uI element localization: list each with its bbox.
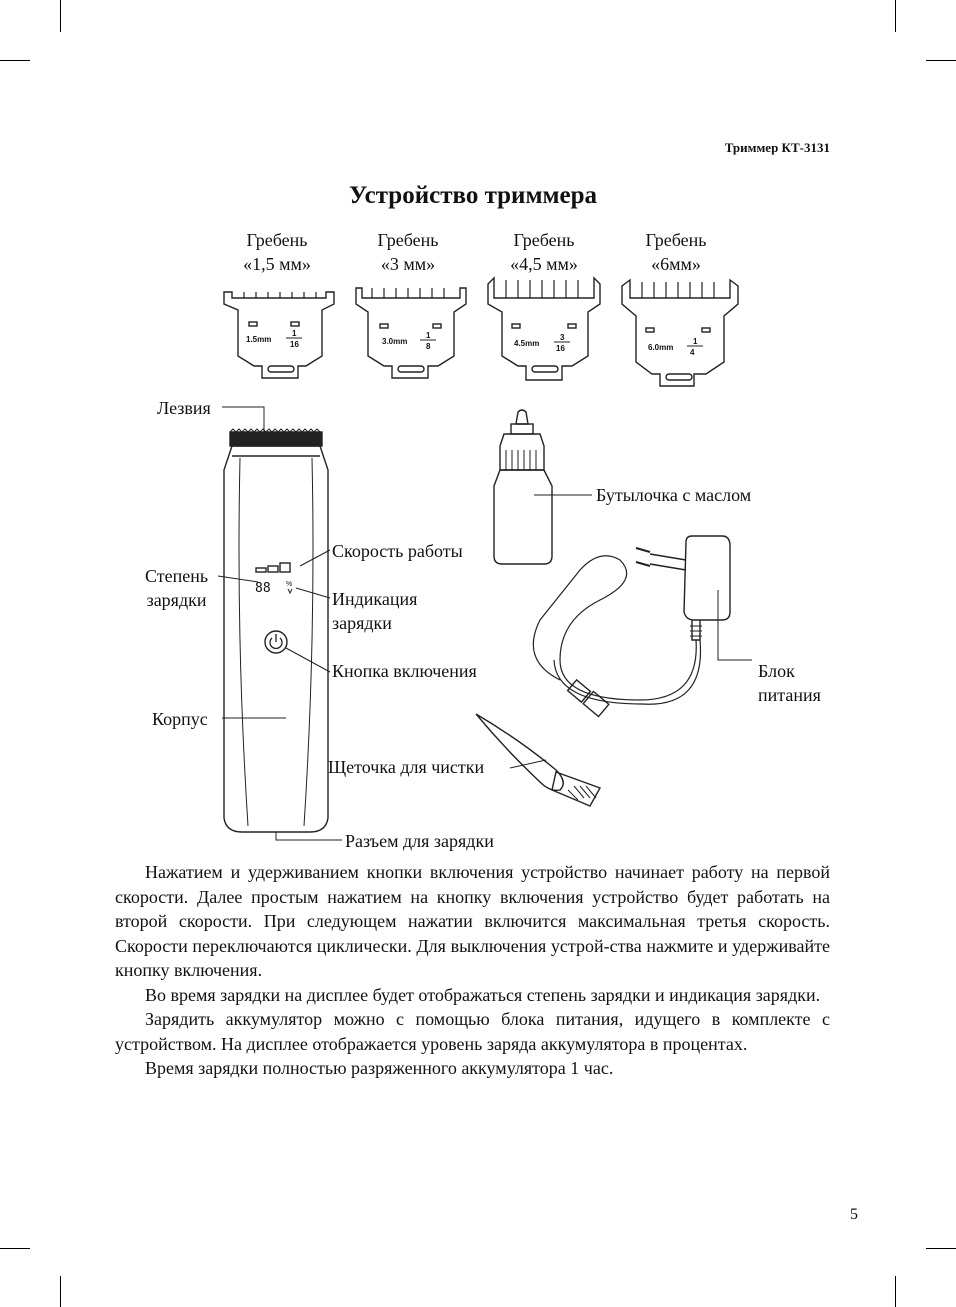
comb-fraction-num: 1 <box>292 329 297 338</box>
paragraph: Нажатием и удерживанием кнопки включения… <box>115 862 830 980</box>
comb-label-line: Гребень <box>246 230 308 250</box>
label-speed: Скорость работы <box>332 541 463 561</box>
trimmer-body: 88 % <box>223 428 329 833</box>
crop-mark <box>0 60 30 61</box>
label-line: зарядки <box>146 590 207 610</box>
comb-label-size: «4,5 мм» <box>510 254 578 274</box>
label-charge-indication: Индикация зарядки <box>332 587 417 635</box>
label-blades: Лезвия <box>157 398 211 418</box>
comb-label-size: «3 мм» <box>380 254 436 274</box>
comb-size-text: 4.5mm <box>514 339 539 348</box>
crop-mark <box>926 1248 956 1249</box>
paragraph: Во время зарядки на дисплее будет отобра… <box>145 984 821 1005</box>
comb-label-3: Гребень «4,5 мм» <box>474 228 614 276</box>
comb-size-text: 3.0mm <box>382 337 407 346</box>
comb-size-text: 6.0mm <box>648 343 673 352</box>
comb-label-4: Гребень «6мм» <box>606 228 746 276</box>
instructions-text: Нажатием и удерживанием кнопки включения… <box>115 860 830 1081</box>
comb-attachment-1: 1.5mm 1 16 <box>223 291 335 379</box>
comb-attachment-2: 3.0mm 1 8 <box>355 287 467 379</box>
comb-label-line: Гребень <box>513 230 575 250</box>
label-line: Блок <box>758 661 795 681</box>
paragraph: Зарядить аккумулятор можно с помощью бло… <box>115 1009 830 1054</box>
comb-fraction-den: 16 <box>556 344 565 353</box>
cleaning-brush <box>475 713 602 807</box>
label-charging-port: Разъем для зарядки <box>345 831 494 851</box>
trimmer-illustration: 1.5mm 1 16 3.0mm 1 8 4.5mm 3 <box>217 276 752 841</box>
comb-attachment-3: 4.5mm 3 16 <box>487 276 601 381</box>
display-digits: 88 <box>255 581 271 596</box>
label-charge-level: Степень зарядки <box>145 564 208 612</box>
comb-fraction-num: 1 <box>693 337 698 346</box>
crop-mark <box>895 0 896 32</box>
document-header: Триммер КТ-3131 <box>724 140 830 155</box>
power-adapter <box>532 535 731 718</box>
comb-fraction-num: 1 <box>426 331 431 340</box>
page-number: 5 <box>850 1206 858 1223</box>
crop-mark <box>60 0 61 32</box>
oil-bottle <box>493 409 553 565</box>
label-line: Индикация <box>332 589 418 609</box>
page-title: Устройство триммера <box>348 182 598 209</box>
comb-label-size: «6мм» <box>651 254 701 274</box>
label-housing: Корпус <box>152 709 208 729</box>
label-line: Степень <box>145 566 209 586</box>
comb-label-size: «1,5 мм» <box>243 254 311 274</box>
label-line: питания <box>758 685 821 705</box>
comb-size-text: 1.5mm <box>246 335 271 344</box>
comb-attachment-4: 6.0mm 1 4 <box>621 278 739 387</box>
leader-lines <box>217 406 752 841</box>
crop-mark <box>926 60 956 61</box>
comb-label-line: Гребень <box>645 230 707 250</box>
comb-label-1: Гребень «1,5 мм» <box>207 228 347 276</box>
display-percent: % <box>286 581 292 588</box>
comb-label-2: Гребень «3 мм» <box>338 228 478 276</box>
label-power-button: Кнопка включения <box>332 661 477 681</box>
label-line: зарядки <box>332 613 392 633</box>
paragraph: Время зарядки полностью разряженного акк… <box>145 1058 614 1078</box>
crop-mark <box>60 1276 61 1307</box>
comb-fraction-den: 8 <box>426 342 431 351</box>
comb-fraction-den: 16 <box>290 340 299 349</box>
comb-label-line: Гребень <box>377 230 439 250</box>
comb-fraction-num: 3 <box>560 333 565 342</box>
label-oil-bottle: Бутылочка с маслом <box>596 485 752 505</box>
label-adapter: Блок питания <box>758 659 821 707</box>
crop-mark <box>0 1248 30 1249</box>
label-brush: Щеточка для чистки <box>328 757 485 777</box>
comb-fraction-den: 4 <box>690 348 695 357</box>
crop-mark <box>895 1276 896 1307</box>
